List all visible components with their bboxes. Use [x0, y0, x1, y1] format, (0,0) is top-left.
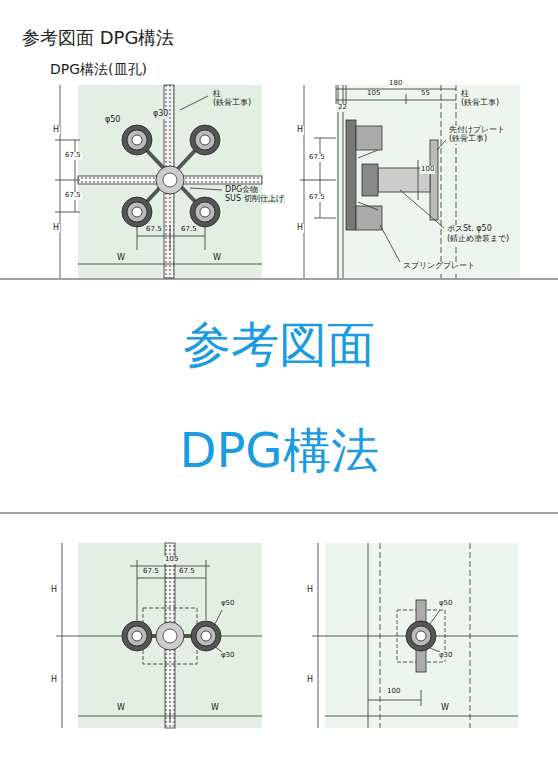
dimension-label: 100 [420, 166, 435, 174]
dimension-label: W [116, 704, 126, 713]
dimension-label: (鉄骨工事) [460, 99, 500, 108]
dimension-label: H [306, 586, 314, 595]
dimension-label: 柱 [212, 90, 222, 99]
dimension-label: H [50, 586, 58, 595]
dimension-label: (鉄骨工事) [448, 135, 488, 144]
dimension-label: φ30 [220, 652, 236, 660]
dimension-label: H [296, 126, 304, 135]
dimension-label: 67.5 [142, 568, 160, 576]
watermark-text: DPG構法 [179, 424, 378, 477]
dimension-label: 67.5 [308, 154, 326, 162]
dimension-label: スプリングプレート [402, 262, 476, 271]
dimension-label: W [440, 704, 450, 713]
dimension-label: SUS 切削仕上げ [224, 195, 285, 204]
dimension-label: 67.5 [145, 226, 163, 234]
dimension-label: DPG金物 [224, 186, 259, 195]
dimension-label: 22 [337, 104, 348, 112]
dimension-label: W [212, 254, 222, 263]
dimension-label: φ30 [152, 110, 169, 119]
dimension-label: φ50 [104, 116, 121, 125]
dimension-label: 55 [420, 90, 431, 98]
dimension-label: φ30 [438, 652, 454, 660]
dimension-label: W [210, 704, 220, 713]
dimension-label: 67.5 [64, 152, 82, 160]
dimension-label: H [306, 676, 314, 685]
dimension-label: 180 [388, 80, 403, 88]
dimension-label: 105 [366, 90, 381, 98]
subtitle: DPG構法(皿孔) [50, 62, 147, 77]
page-title: 参考図面 DPG構法 [22, 28, 174, 48]
dimension-label: 100 [386, 688, 401, 696]
dimension-label: H [50, 676, 58, 685]
dimension-label: 先付けプレート [448, 126, 506, 135]
dimension-label: H [296, 224, 304, 233]
dimension-label: (錆止め塗装まで) [446, 235, 510, 244]
dimension-label: 67.5 [64, 192, 82, 200]
dimension-label: ボスSt. φ50 [446, 225, 493, 234]
dimension-label: 105 [164, 556, 179, 564]
dimension-label: H [52, 126, 60, 135]
watermark-text: 参考図面 [183, 318, 375, 371]
dimension-label: 柱 [460, 90, 470, 99]
dimension-label: 67.5 [308, 194, 326, 202]
dimension-label: W [116, 254, 126, 263]
dimension-label: 67.5 [180, 226, 198, 234]
dimension-label: φ50 [438, 600, 454, 608]
dimension-label: H [52, 224, 60, 233]
dimension-label: (鉄骨工事) [212, 99, 252, 108]
dimension-label: φ50 [220, 600, 236, 608]
dimension-label: 67.5 [178, 568, 196, 576]
